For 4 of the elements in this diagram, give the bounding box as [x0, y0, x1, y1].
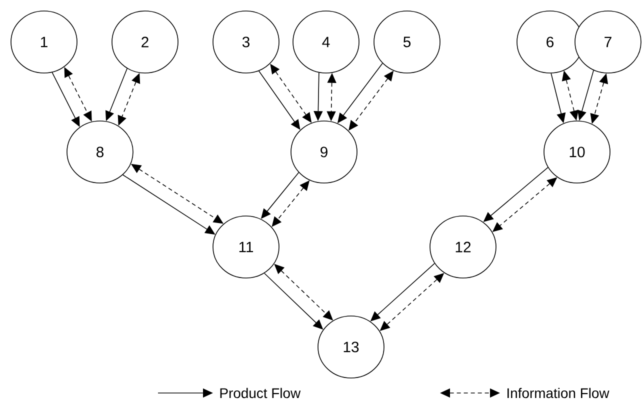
arrow: [52, 72, 80, 127]
legend-text: Information Flow: [507, 388, 610, 398]
node-label: 7: [604, 36, 612, 48]
legend-text: Product Flow: [220, 388, 301, 398]
